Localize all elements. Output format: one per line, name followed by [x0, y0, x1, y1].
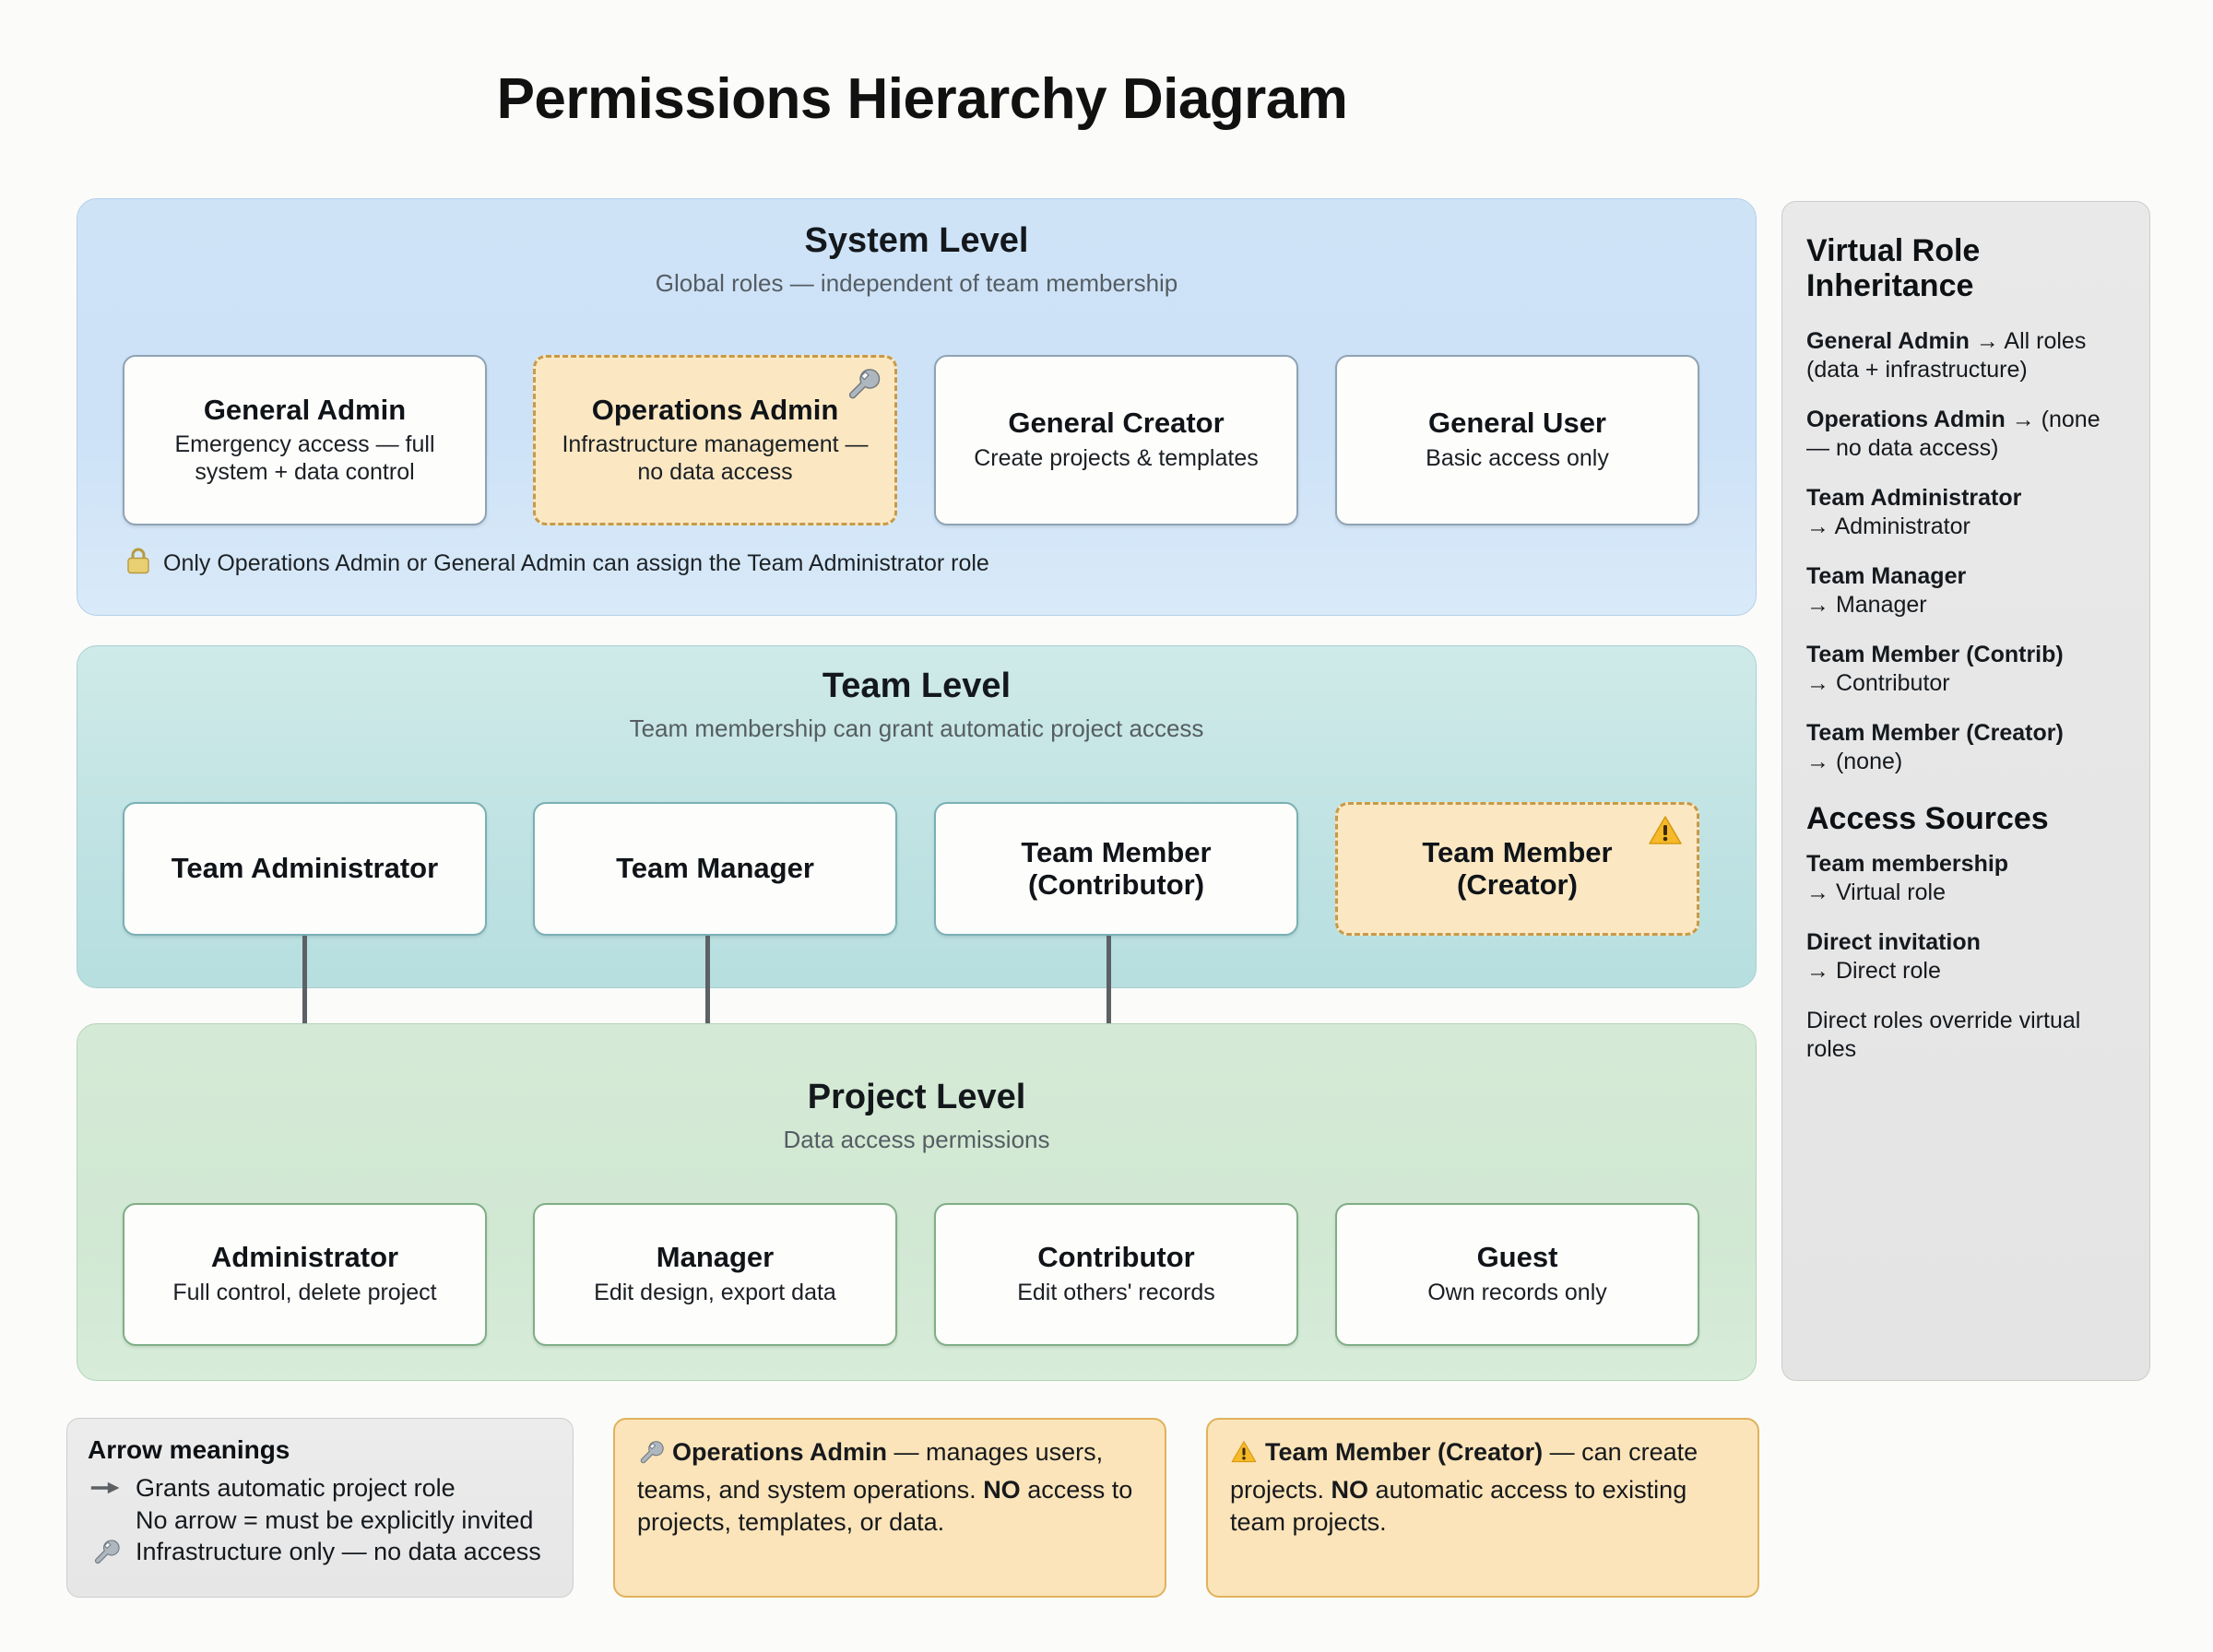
- inheritance-target: → Manager: [1806, 591, 1927, 618]
- warning-icon: [1647, 812, 1686, 851]
- role-card-desc: Edit others' records: [1017, 1280, 1215, 1306]
- role-card-title: Guest: [1476, 1241, 1558, 1274]
- page-title: Permissions Hierarchy Diagram: [496, 67, 1348, 131]
- system-level-title: System Level: [804, 221, 1029, 260]
- role-card-desc: Own records only: [1427, 1280, 1607, 1306]
- system-level-note: Only Operations Admin or General Admin c…: [124, 546, 989, 582]
- role-card-operations-admin[interactable]: Operations Admin Infrastructure manageme…: [533, 355, 897, 525]
- role-card-title: Team Administrator: [171, 852, 439, 885]
- role-card-title: Team Manager: [616, 852, 814, 885]
- inheritance-role: General Admin: [1806, 328, 1970, 355]
- warning-icon: [1230, 1438, 1258, 1474]
- wrench-icon: [845, 365, 883, 404]
- legend-row: No arrow = must be explicitly invited: [88, 1504, 552, 1537]
- role-card-title: Manager: [656, 1241, 775, 1274]
- inheritance-item: Team Member (Creator)→ (none): [1806, 719, 2125, 775]
- callout-lead: Team Member (Creator): [1265, 1438, 1544, 1466]
- access-source-item: Direct invitation→ Direct role: [1806, 928, 2125, 985]
- access-source-item: Team membership→ Virtual role: [1806, 850, 2125, 906]
- arrow-right-icon: [88, 1480, 124, 1496]
- sidebar-inheritance-title: Virtual Role Inheritance: [1806, 233, 1981, 304]
- wrench-icon: [88, 1537, 124, 1566]
- role-card-title: Contributor: [1037, 1241, 1195, 1274]
- inheritance-role: Team Member (Contrib): [1806, 642, 2064, 668]
- callout-emphasis: NO: [983, 1476, 1021, 1504]
- legend-row-text: Infrastructure only — no data access: [136, 1538, 541, 1566]
- inheritance-item: Team Member (Contrib)→ Contributor: [1806, 641, 2125, 697]
- inheritance-target: → Administrator: [1806, 513, 1970, 539]
- role-card-general-admin[interactable]: General Admin Emergency access — full sy…: [123, 355, 487, 525]
- role-card-title: Administrator: [210, 1241, 399, 1274]
- inheritance-role: Operations Admin: [1806, 407, 2006, 433]
- team-level-title: Team Level: [822, 667, 1012, 705]
- arrow-grants-contributor-line: [1106, 936, 1111, 1051]
- legend-row: Infrastructure only — no data access: [88, 1536, 552, 1568]
- sidebar-panel: Virtual Role Inheritance General Admin →…: [1781, 201, 2150, 1381]
- system-level-subtitle: Global roles — independent of team membe…: [655, 269, 1178, 297]
- inheritance-target: → (none): [1806, 748, 1903, 774]
- callout-operations-admin: Operations Admin — manages users, teams,…: [613, 1418, 1166, 1598]
- role-card-title: Team Member (Creator): [1422, 835, 1613, 901]
- inheritance-target: → All roles (data + infrastructure): [1806, 328, 2087, 383]
- legend-row: Grants automatic project role: [88, 1472, 552, 1504]
- callout-team-member-creator: Team Member (Creator) — can create proje…: [1206, 1418, 1759, 1598]
- inheritance-target: → Contributor: [1806, 669, 1950, 696]
- role-card-title: Operations Admin: [591, 393, 839, 426]
- inheritance-item: Team Manager→ Manager: [1806, 562, 2125, 619]
- role-card-team-member-creator[interactable]: Team Member (Creator): [1335, 802, 1699, 936]
- callout-text-1: — manages users, teams, and system opera…: [637, 1438, 1104, 1504]
- role-card-team-administrator[interactable]: Team Administrator: [123, 802, 487, 936]
- access-source-note: Direct roles override virtual roles: [1806, 1008, 2081, 1062]
- role-card-general-user[interactable]: General User Basic access only: [1335, 355, 1699, 525]
- callout-text-1: — can create projects.: [1230, 1438, 1698, 1504]
- access-source-role: Team membership: [1806, 851, 2009, 878]
- role-card-title: Team Member (Contributor): [1021, 835, 1212, 901]
- legend-title: Arrow meanings: [88, 1435, 290, 1464]
- inheritance-item: Operations Admin → (none — no data acces…: [1806, 406, 2125, 462]
- sidebar-sources-title: Access Sources: [1806, 801, 2049, 837]
- role-card-title: General Creator: [1008, 407, 1225, 440]
- inheritance-role: Team Administrator: [1806, 485, 2022, 512]
- role-card-general-creator[interactable]: General Creator Create projects & templa…: [934, 355, 1298, 525]
- role-card-desc: Create projects & templates: [974, 445, 1259, 472]
- role-card-administrator[interactable]: Administrator Full control, delete proje…: [123, 1203, 487, 1346]
- wrench-icon: [637, 1438, 665, 1474]
- arrow-grants-manager-line: [705, 936, 710, 1051]
- inheritance-role: Team Member (Creator): [1806, 720, 2064, 747]
- legend-row-text: Grants automatic project role: [136, 1474, 456, 1502]
- legend-row-text: No arrow = must be explicitly invited: [136, 1505, 534, 1534]
- lock-icon: [124, 546, 152, 582]
- role-card-desc: Edit design, export data: [594, 1280, 836, 1306]
- inheritance-item: General Admin → All roles (data + infras…: [1806, 327, 2125, 384]
- callout-text-2: access to projects, templates, or data.: [637, 1476, 1133, 1537]
- role-card-team-member-contributor[interactable]: Team Member (Contributor): [934, 802, 1298, 936]
- system-level-note-text: Only Operations Admin or General Admin c…: [163, 550, 989, 576]
- inheritance-target: → (none — no data access): [1806, 407, 2101, 461]
- inheritance-role: Team Manager: [1806, 563, 1967, 590]
- callout-emphasis: NO: [1331, 1476, 1369, 1504]
- access-source-role: Direct invitation: [1806, 929, 1981, 956]
- access-source-target: → Direct role: [1806, 957, 1941, 984]
- role-card-team-manager[interactable]: Team Manager: [533, 802, 897, 936]
- role-card-desc: Full control, delete project: [172, 1280, 437, 1306]
- role-card-desc: Basic access only: [1426, 445, 1609, 472]
- callout-text-2: automatic access to existing team projec…: [1230, 1476, 1687, 1537]
- legend-arrow-meanings: Arrow meanings Grants automatic project …: [66, 1418, 574, 1598]
- inheritance-item: Team Administrator→ Administrator: [1806, 484, 2125, 540]
- role-card-title: General User: [1428, 407, 1606, 440]
- arrow-grants-administrator-line: [302, 936, 307, 1051]
- project-level-title: Project Level: [807, 1078, 1026, 1116]
- role-card-title: General Admin: [203, 393, 407, 426]
- team-level-subtitle: Team membership can grant automatic proj…: [629, 714, 1204, 742]
- role-card-desc: Emergency access — full system + data co…: [174, 431, 435, 485]
- role-card-desc: Infrastructure management — no data acce…: [562, 431, 869, 485]
- callout-lead: Operations Admin: [672, 1438, 888, 1466]
- role-card-manager[interactable]: Manager Edit design, export data: [533, 1203, 897, 1346]
- role-card-guest[interactable]: Guest Own records only: [1335, 1203, 1699, 1346]
- project-level-subtitle: Data access permissions: [783, 1126, 1050, 1153]
- access-source-target: → Virtual role: [1806, 879, 1946, 905]
- role-card-contributor[interactable]: Contributor Edit others' records: [934, 1203, 1298, 1346]
